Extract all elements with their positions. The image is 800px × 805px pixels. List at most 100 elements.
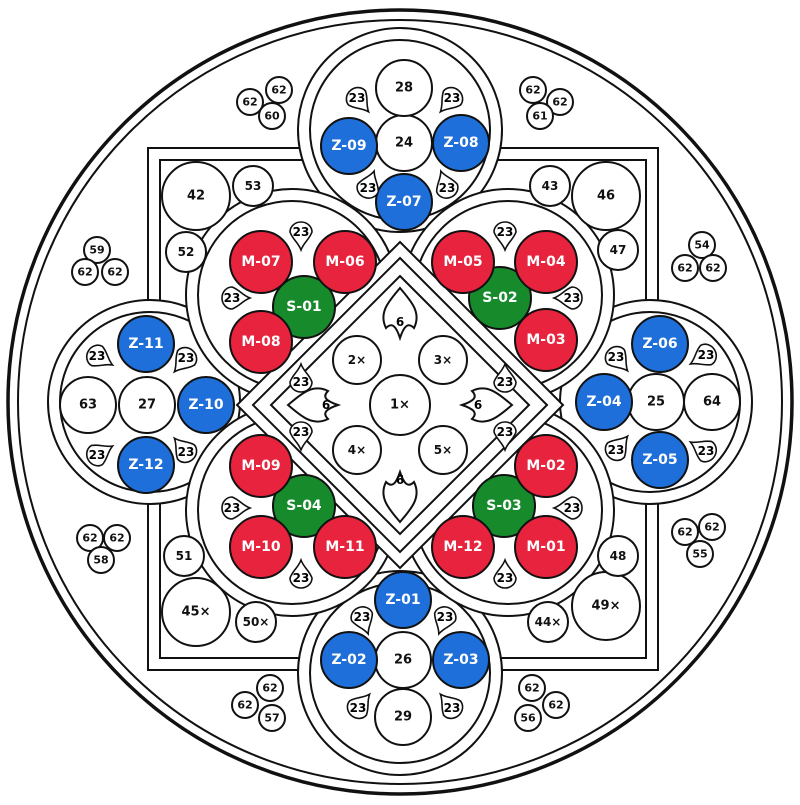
trefoil-right-lower-circle-disc: [671, 518, 699, 546]
lobe-bottom-right-red-circle-label: M-01: [526, 539, 565, 555]
satellite-right-blue-circle: Z-05: [631, 431, 689, 489]
satellite-top-hook-label: 23: [360, 181, 377, 195]
lobe-top-right-red-circle-label: M-04: [526, 254, 565, 270]
corner-top-right-circle: 43: [529, 165, 571, 207]
satellite-top-hook-shape: [438, 86, 464, 114]
trefoil-top-right-circle: 61: [526, 102, 554, 130]
lobe-top-left-hook-label: 23: [293, 375, 310, 389]
satellite-right-hook-shape: [688, 440, 718, 463]
lobe-bottom-right-red-circle: M-02: [514, 434, 578, 498]
corner-bottom-left-circle-label: 50×: [243, 615, 270, 629]
corner-bottom-left-circle: 51: [163, 535, 205, 577]
trefoil-bottom-left-circle-label: 62: [262, 682, 277, 695]
satellite-left-hook-shape: [85, 444, 115, 467]
corner-bottom-right-circle-label: 49×: [592, 599, 621, 614]
satellite-top-center-circle: 24: [375, 114, 433, 172]
lobe-bottom-left-red-circle-label: M-10: [241, 539, 280, 555]
trefoil-right-lower-circle: 62: [671, 518, 699, 546]
lobe-top-right-hook: 23: [493, 361, 517, 393]
satellite-bottom-blue-circle: Z-02: [320, 631, 378, 689]
satellite-bottom-hook: 23: [350, 606, 374, 637]
trefoil-left-upper-circle-disc: [83, 236, 111, 264]
center-corner-circle: 3×: [418, 335, 468, 385]
satellite-right-outer-circle: 64: [683, 373, 741, 431]
satellite-bottom-hook-shape: [433, 606, 457, 637]
satellite-left-blue-circle: Z-12: [117, 436, 175, 494]
satellite-right-hook-label: 23: [698, 348, 715, 362]
trefoil-bottom-left-circle-label: 62: [237, 699, 252, 712]
lobe-bottom-left-red-circle-disc: [229, 515, 293, 579]
lobe-bottom-left-hook: 23: [289, 421, 313, 453]
trefoil-top-left-circle-label: 62: [271, 84, 286, 97]
trefoil-bottom-left-circle: 57: [258, 704, 286, 732]
trefoil-right-lower-circle-label: 62: [704, 521, 719, 534]
satellite-left-blue-circle-disc: [177, 376, 235, 434]
corner-top-right-circle-disc: [529, 165, 571, 207]
satellite-bottom-outer-circle: 29: [374, 688, 432, 746]
satellite-top-hook-label: 23: [444, 91, 461, 105]
corner-bottom-right-circle: 48: [597, 535, 639, 577]
trefoil-top-left-circle-disc: [258, 102, 286, 130]
lobe-top-left-hook: 23: [289, 361, 313, 393]
lobe-bottom-right-green-circle: S-03: [472, 474, 536, 538]
trefoil-left-upper-circle-disc: [71, 258, 99, 286]
corner-bottom-right-circle: 44×: [527, 601, 569, 643]
satellite-right-center-circle-label: 25: [647, 395, 665, 410]
lobe-bottom-left-hook-label: 23: [224, 501, 241, 515]
corner-top-left-circle-label: 42: [187, 189, 205, 204]
satellite-right-blue-circle-label: Z-04: [586, 394, 621, 410]
satellite-top-hook-shape: [345, 86, 371, 114]
trefoil-bottom-right-circle-disc: [514, 704, 542, 732]
corner-bottom-left-circle-disc: [163, 535, 205, 577]
satellite-left-outer-circle-disc: [59, 376, 117, 434]
satellite-bottom-blue-circle-label: Z-02: [331, 652, 366, 668]
satellite-top-blue-circle-disc: [432, 114, 490, 172]
satellite-top-blue-circle: Z-08: [432, 114, 490, 172]
corner-bottom-right-circle-disc: [527, 601, 569, 643]
satellite-bottom-hook: 23: [433, 606, 457, 637]
center-corner-circle: 5×: [418, 425, 468, 475]
trefoil-left-upper-circle-label: 62: [77, 266, 92, 279]
corner-top-left-circle: 52: [165, 231, 207, 273]
lobe-top-right-green-circle-label: S-02: [482, 290, 517, 306]
corner-bottom-left-circle-label: 51: [176, 549, 193, 563]
satellite-right-hook: 23: [688, 343, 718, 366]
center-corner-circle-disc: [418, 425, 468, 475]
fleuron-label: 6: [396, 473, 404, 487]
satellite-bottom-hook: 23: [346, 692, 372, 720]
satellite-top-outer-circle-disc: [375, 59, 433, 117]
lobe-top-right-red-circle-disc: [514, 230, 578, 294]
trefoil-left-lower-circle: 62: [103, 524, 131, 552]
trefoil-bottom-right-circle-disc: [542, 691, 570, 719]
lobe-bottom-right-hook: 23: [493, 557, 517, 589]
lobe-top-left-green-circle-label: S-01: [286, 299, 321, 315]
lobe-top-right-red-circle: M-03: [514, 308, 578, 372]
satellite-left-outer-circle-label: 63: [79, 398, 97, 413]
lobe-bottom-left-red-circle: M-11: [313, 515, 377, 579]
trefoil-bottom-left-circle: 62: [256, 674, 284, 702]
lobe-top-left-green-circle: S-01: [272, 275, 336, 339]
lobe-top-left-red-circle-disc: [229, 230, 293, 294]
satellite-top-blue-circle-label: Z-08: [443, 135, 478, 151]
lobe-bottom-left-hook: 23: [289, 557, 313, 589]
trefoil-top-right-circle-label: 61: [532, 110, 547, 123]
corner-bottom-left-circle-label: 45×: [182, 605, 211, 620]
corner-bottom-left-circle-disc: [235, 601, 277, 643]
lobe-bottom-left-hook-shape: [289, 557, 313, 589]
satellite-right-blue-circle-label: Z-06: [642, 336, 677, 352]
satellite-left-hook-label: 23: [178, 445, 195, 459]
trefoil-bottom-left-circle-disc: [258, 704, 286, 732]
trefoil-left-lower-circle-disc: [87, 546, 115, 574]
lobe-bottom-left-red-circle: M-10: [229, 515, 293, 579]
satellite-left-hook-shape: [85, 344, 115, 367]
lobe-top-left-red-circle: M-08: [229, 310, 293, 374]
lobe-top-right-red-circle-label: M-05: [443, 254, 482, 270]
corner-top-right-circle-label: 47: [610, 243, 627, 257]
satellite-bottom-hook-shape: [438, 692, 464, 720]
trefoil-left-lower-circle-label: 58: [93, 554, 108, 567]
lobe-bottom-right-red-circle-disc: [514, 515, 578, 579]
trefoil-left-lower-circle-label: 62: [109, 532, 124, 545]
satellite-top-blue-circle-disc: [375, 173, 433, 231]
satellite-right-blue-circle-disc: [631, 431, 689, 489]
trefoil-left-upper-circle: 59: [83, 236, 111, 264]
